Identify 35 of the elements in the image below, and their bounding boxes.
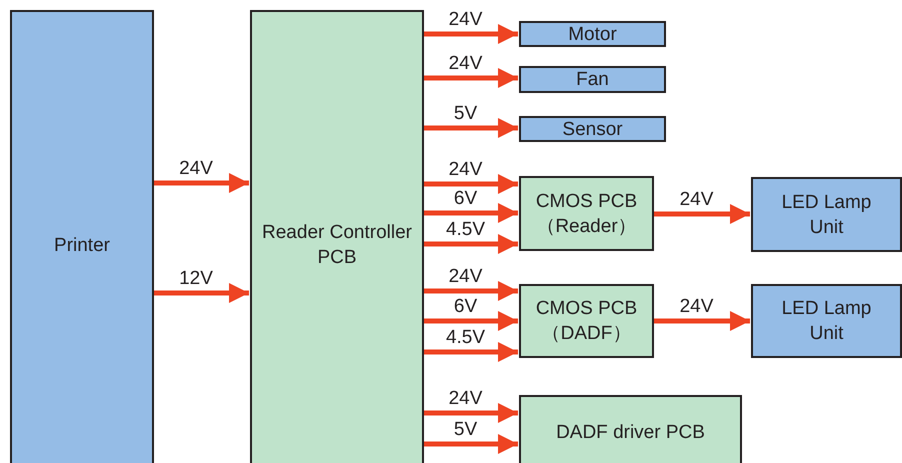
unit-box — [519, 116, 666, 142]
unit-box — [519, 66, 666, 93]
arrow — [424, 281, 518, 301]
arrow — [654, 311, 750, 331]
pcb-box — [250, 10, 424, 463]
arrow — [424, 342, 518, 362]
arrow — [424, 403, 518, 423]
arrow — [154, 283, 249, 303]
node-label: Fan — [576, 68, 609, 92]
arrow — [424, 203, 518, 223]
unit-box — [519, 21, 666, 47]
arrow — [424, 234, 518, 254]
unit-box — [751, 284, 902, 358]
arrow — [424, 434, 518, 454]
node-label: Motor — [568, 22, 617, 46]
arrow — [424, 24, 518, 44]
node-label: DADF driver PCB — [556, 421, 705, 445]
pcb-box — [519, 284, 654, 358]
pcb-box — [519, 395, 742, 463]
arrow — [424, 118, 518, 138]
arrow — [654, 204, 750, 224]
pcb-box — [519, 176, 654, 251]
unit-box — [751, 177, 902, 252]
node-label: Reader Controller PCB — [261, 221, 413, 270]
unit-box — [10, 10, 154, 463]
arrow — [154, 173, 249, 193]
node-label: LED Lamp Unit — [780, 190, 872, 240]
node-label: CMOS PCB （Reader） — [534, 190, 638, 238]
node-label: Printer — [54, 234, 110, 258]
arrow — [424, 68, 518, 88]
node-label: LED Lamp Unit — [780, 297, 872, 346]
arrow — [424, 311, 518, 331]
node-label: Sensor — [562, 118, 623, 142]
node-label: CMOS PCB （DADF） — [534, 297, 638, 346]
arrow — [424, 174, 518, 194]
